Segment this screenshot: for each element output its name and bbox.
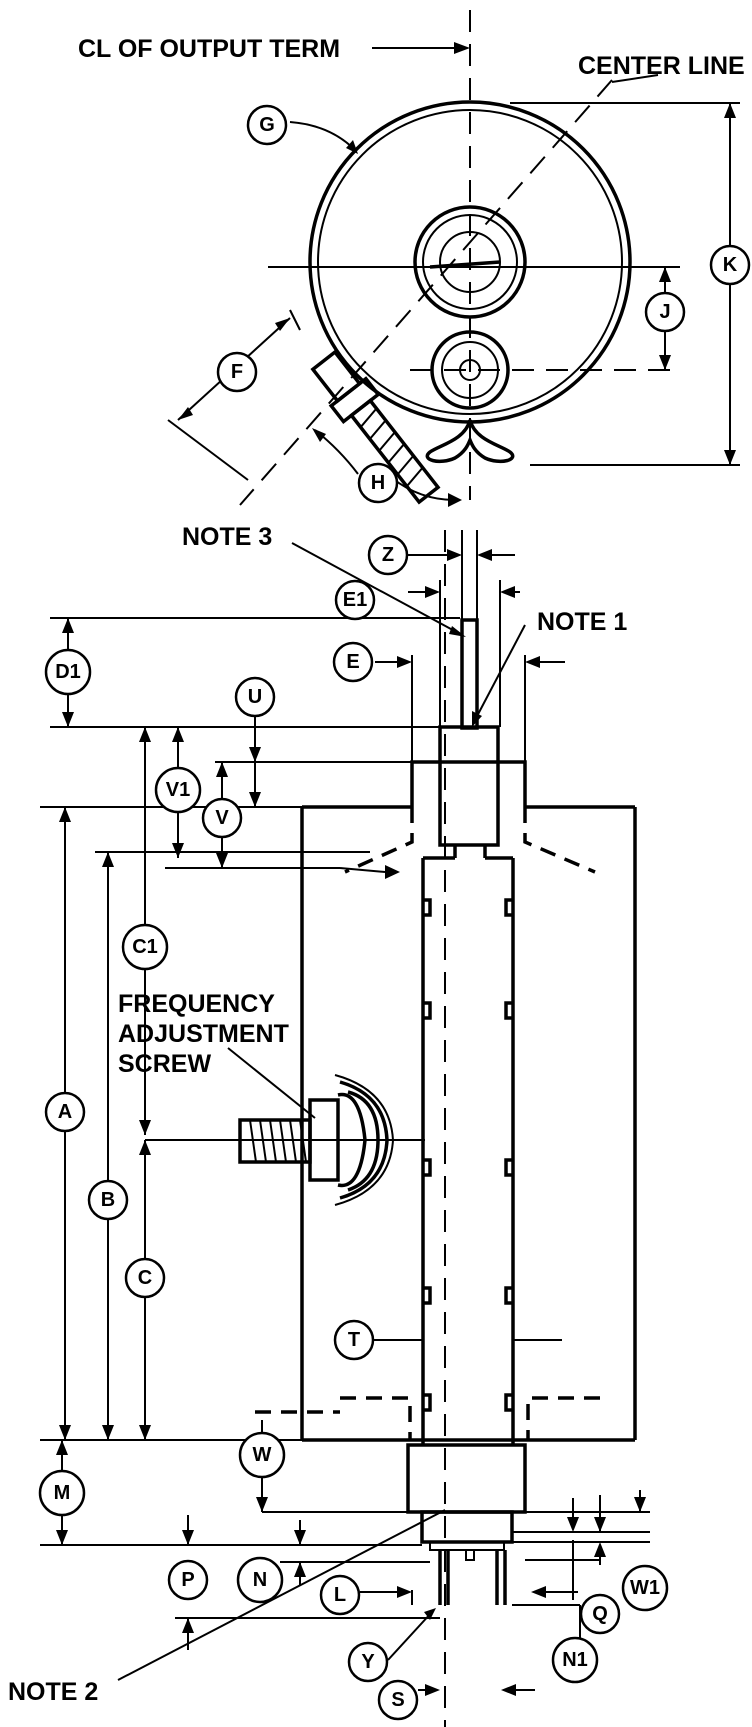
svg-text:P: P	[181, 1569, 194, 1591]
dim-w: W	[238, 1431, 286, 1479]
dim-a: A	[44, 1091, 86, 1133]
center-line-note: CENTER LINE	[578, 52, 745, 80]
svg-text:E: E	[346, 651, 359, 673]
svg-text:C: C	[138, 1267, 152, 1289]
lower-terminal-hole	[459, 359, 481, 381]
svg-text:H: H	[371, 472, 385, 494]
output-term-ring	[422, 214, 518, 310]
svg-text:C1: C1	[132, 936, 158, 958]
note-1: NOTE 1	[537, 608, 627, 636]
dim-k: K	[709, 244, 751, 286]
svg-text:V: V	[215, 807, 229, 829]
dim-c: C	[124, 1257, 166, 1299]
dim-e: E	[332, 641, 374, 683]
svg-text:U: U	[248, 686, 262, 708]
dim-n: N	[236, 1556, 284, 1604]
dim-y: Y	[347, 1641, 389, 1683]
svg-text:Y: Y	[361, 1651, 375, 1673]
dim-d1: D1	[44, 648, 92, 696]
dim-b: B	[87, 1179, 129, 1221]
lower-terminal-outer	[430, 330, 510, 410]
angled-adjustment-stem	[310, 349, 441, 505]
svg-text:F: F	[231, 361, 243, 383]
frequency-label-line3: SCREW	[118, 1050, 211, 1078]
dim-p: P	[167, 1559, 209, 1601]
housing-inner-circle	[317, 109, 623, 415]
dim-f: F	[216, 351, 258, 393]
output-term-body	[438, 725, 500, 847]
svg-text:D1: D1	[55, 661, 81, 683]
top-collar	[410, 760, 527, 807]
lower-terminal-ring	[441, 341, 499, 399]
dim-h: H	[357, 462, 399, 504]
dim-g: G	[246, 104, 288, 146]
dim-m: M	[38, 1469, 86, 1517]
svg-text:M: M	[54, 1482, 71, 1504]
output-term-pin	[429, 260, 501, 269]
svg-text:Q: Q	[592, 1603, 608, 1625]
svg-text:B: B	[101, 1189, 115, 1211]
svg-text:N: N	[253, 1569, 267, 1591]
svg-text:N1: N1	[562, 1649, 588, 1671]
mounting-clip	[425, 419, 515, 464]
output-pin	[460, 618, 479, 730]
note-3: NOTE 3	[182, 523, 272, 551]
note-2: NOTE 2	[8, 1678, 98, 1706]
frequency-label-line2: ADJUSTMENT	[118, 1020, 289, 1048]
dim-q: Q	[579, 1593, 621, 1635]
base-block	[406, 1443, 527, 1514]
svg-text:W: W	[253, 1444, 272, 1466]
dim-v: V	[201, 797, 243, 839]
dim-s: S	[377, 1679, 419, 1721]
dim-l: L	[319, 1574, 361, 1616]
rod-notches	[423, 898, 562, 1412]
svg-text:J: J	[659, 301, 670, 323]
svg-text:Z: Z	[382, 544, 394, 566]
cl-output-term-note: CL OF OUTPUT TERM	[78, 35, 340, 63]
dim-c1: C1	[121, 923, 169, 971]
svg-text:T: T	[348, 1329, 360, 1351]
output-term-outer	[413, 205, 527, 319]
svg-text:A: A	[58, 1101, 72, 1123]
dim-v1: V1	[154, 766, 202, 814]
frequency-label-line1: FREQUENCY	[118, 990, 275, 1018]
dim-t: T	[333, 1319, 423, 1361]
svg-text:S: S	[391, 1689, 404, 1711]
base-flange	[420, 1510, 514, 1544]
dim-n1: N1	[551, 1636, 599, 1684]
svg-text:E1: E1	[343, 589, 367, 611]
svg-text:K: K	[723, 254, 738, 276]
svg-text:L: L	[334, 1584, 346, 1606]
top-view: CL OF OUTPUT TERM CENTER LINE G K J F H	[78, 10, 751, 507]
svg-text:V1: V1	[166, 779, 190, 801]
dim-u: U	[234, 676, 276, 718]
svg-text:W1: W1	[630, 1577, 660, 1599]
dim-w1: W1	[621, 1564, 669, 1612]
dim-e1: E1	[334, 579, 376, 621]
side-view: NOTE 3 NOTE 1 NOTE 2 FREQUENCY ADJUSTMEN…	[8, 523, 669, 1727]
svg-text:G: G	[259, 114, 275, 136]
dim-j: J	[644, 291, 686, 333]
dim-z: Z	[367, 534, 409, 576]
